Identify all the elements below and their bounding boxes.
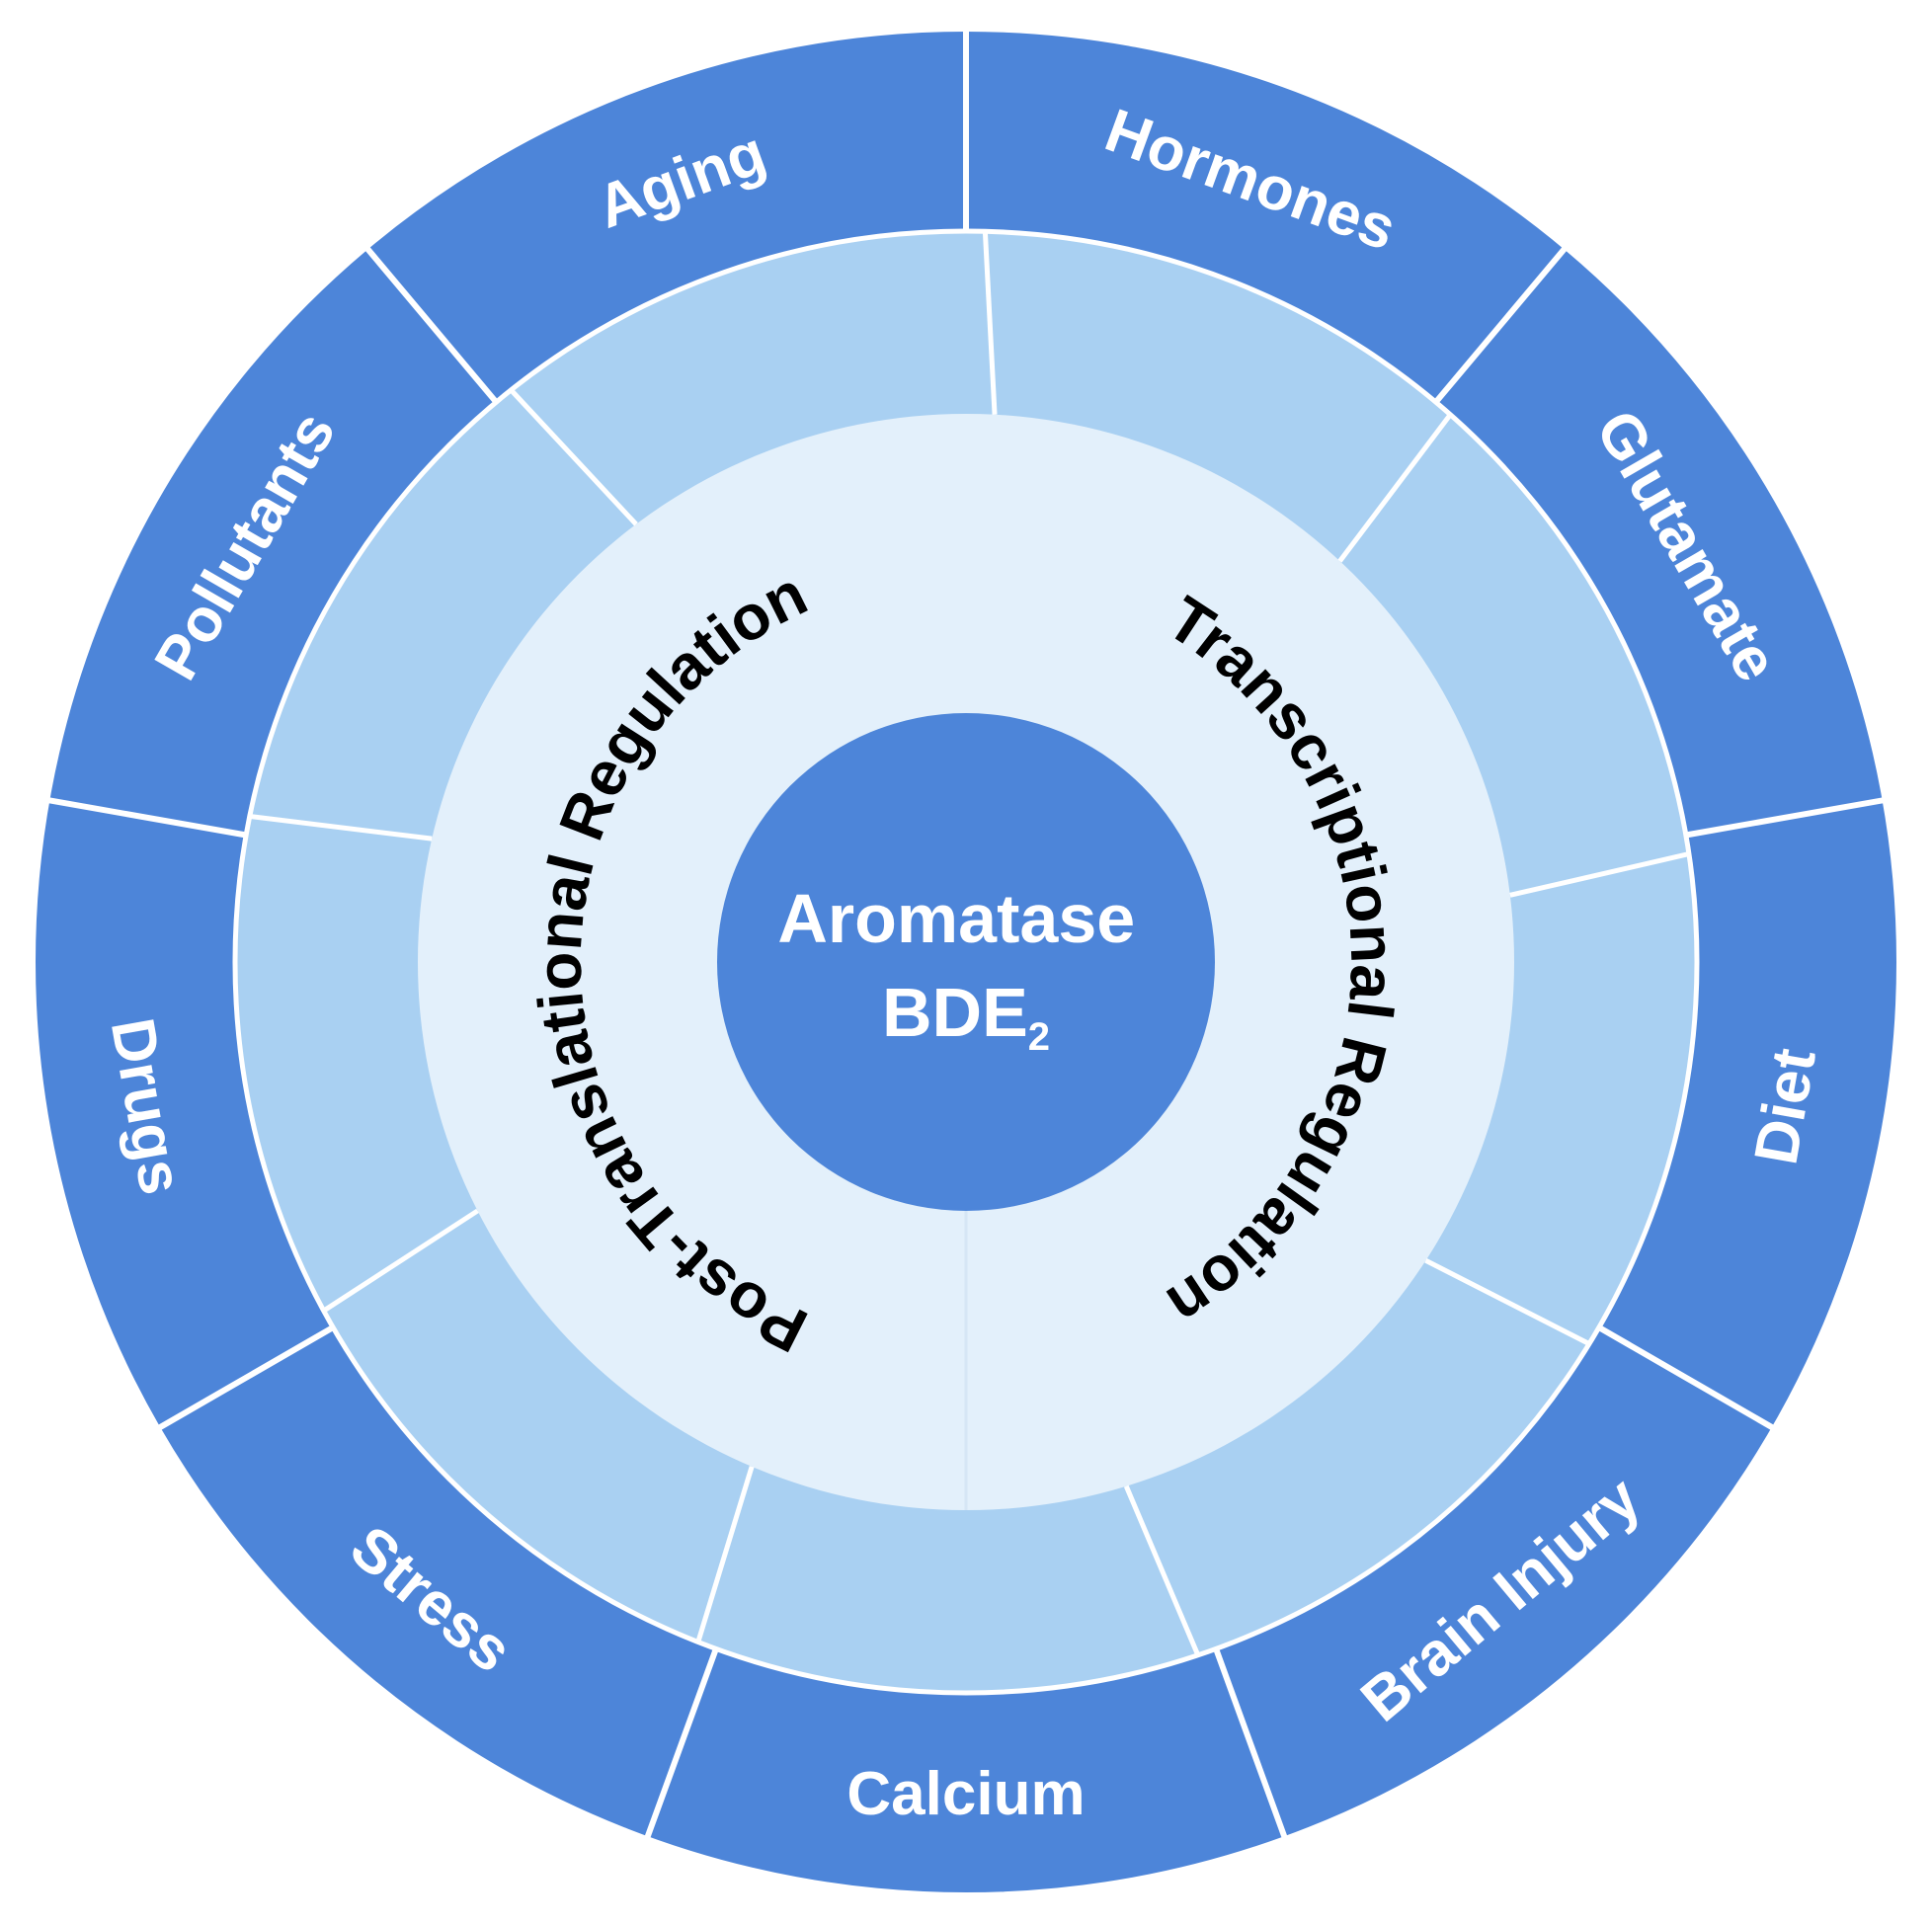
center-circle xyxy=(717,713,1215,1211)
middle-divider xyxy=(509,388,638,526)
center-formula-subscript: 2 xyxy=(1028,1015,1050,1059)
middle-divider xyxy=(982,231,998,415)
middle-divider xyxy=(1424,1258,1591,1346)
outer-divider xyxy=(1433,242,1571,405)
ring-dividers xyxy=(30,25,1902,1898)
outer-divider xyxy=(361,242,499,405)
center-label: Aromatase BDE2 xyxy=(777,880,1154,1059)
middle-divider xyxy=(695,1466,755,1643)
outer-divider xyxy=(1685,796,1891,839)
outer-divider xyxy=(642,1647,719,1844)
outer-divider xyxy=(1213,1647,1290,1844)
middle-divider xyxy=(249,813,433,842)
factor-label-calcium: Calcium xyxy=(846,1760,1085,1828)
center-formula: BDE2 xyxy=(882,974,1050,1059)
center-formula-main: BDE xyxy=(882,974,1028,1051)
middle-divider xyxy=(1123,1484,1201,1656)
center-title: Aromatase xyxy=(777,880,1135,957)
middle-divider xyxy=(1337,413,1453,563)
outer-divider xyxy=(1597,1324,1780,1434)
outer-divider xyxy=(41,796,247,839)
middle-divider xyxy=(1509,851,1690,898)
middle-divider xyxy=(322,1208,479,1314)
outer-divider xyxy=(152,1324,335,1434)
